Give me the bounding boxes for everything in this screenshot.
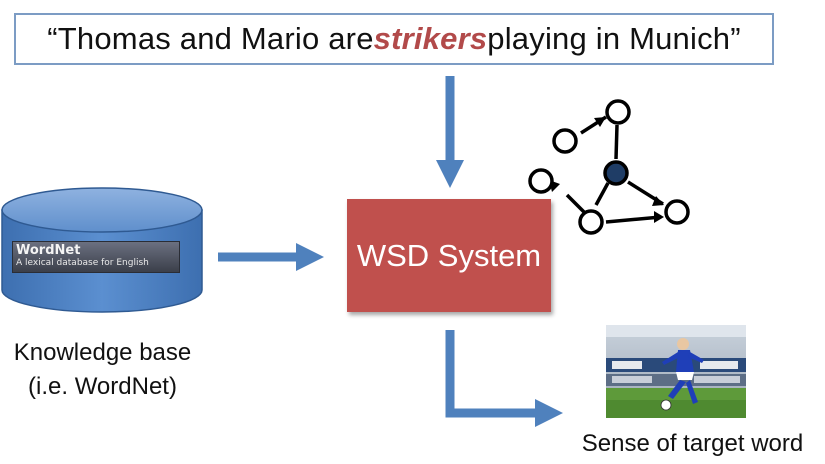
target-word: strikers <box>373 21 488 56</box>
input-arrow <box>436 76 464 188</box>
output-arrow <box>445 330 563 427</box>
knowledge-arrow <box>218 243 324 271</box>
knowledge-base-label-line1: Knowledge base <box>13 339 192 366</box>
sense-graph-icon <box>528 99 690 235</box>
wordnet-subtitle: A lexical database for English <box>16 258 149 268</box>
sense-output-label: Sense of target word <box>581 430 804 457</box>
sentence-after: playing in Munich” <box>487 21 741 56</box>
input-sentence-box: “Thomas and Mario are strikers playing i… <box>14 13 774 65</box>
wordnet-title: WordNet <box>16 243 81 258</box>
football-player-photo <box>606 325 746 418</box>
wordnet-banner: WordNet A lexical database for English <box>12 241 180 273</box>
wsd-system-label: WSD System <box>356 237 542 273</box>
knowledge-base-label: Knowledge base (i.e. WordNet) <box>0 336 205 404</box>
knowledge-base-label-line2: (i.e. WordNet) <box>28 373 177 400</box>
sentence-before: “Thomas and Mario are <box>47 21 374 56</box>
wsd-system-box: WSD System <box>347 199 551 312</box>
